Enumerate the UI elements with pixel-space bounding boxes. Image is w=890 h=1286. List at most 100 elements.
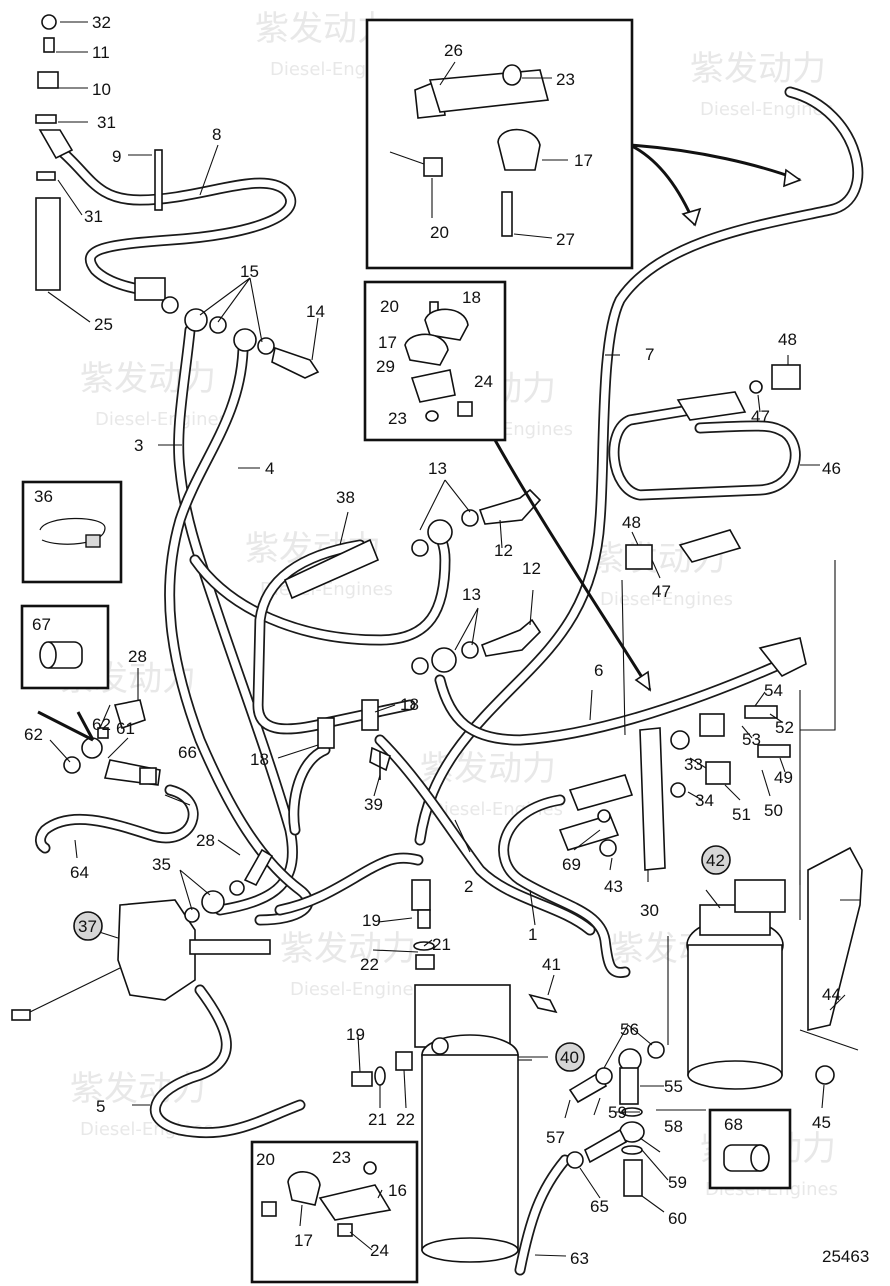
callout-11: 11 bbox=[92, 43, 110, 62]
callout-15: 15 bbox=[240, 262, 259, 281]
callout-44: 44 bbox=[822, 985, 841, 1004]
callout-circle-42 bbox=[701, 845, 731, 875]
callout-23: 23 bbox=[556, 70, 575, 89]
callout-5: 5 bbox=[96, 1097, 105, 1116]
callout-36: 36 bbox=[34, 487, 53, 506]
callout-65: 65 bbox=[590, 1197, 609, 1216]
callout-54: 54 bbox=[764, 681, 783, 700]
callout-10: 10 bbox=[92, 80, 111, 99]
callout-35: 35 bbox=[152, 855, 171, 874]
callout-61: 61 bbox=[116, 719, 135, 738]
callout-51: 51 bbox=[732, 805, 751, 824]
callout-23: 23 bbox=[388, 409, 407, 428]
clamp-detail-mid bbox=[363, 280, 507, 442]
callout-12: 12 bbox=[494, 541, 513, 560]
svg-text:紫发动力: 紫发动力 bbox=[280, 929, 416, 969]
svg-text:紫发动力: 紫发动力 bbox=[690, 49, 826, 89]
callout-20: 20 bbox=[256, 1150, 275, 1169]
callout-20: 20 bbox=[380, 297, 399, 316]
callout-24: 24 bbox=[474, 372, 493, 391]
callout-31: 31 bbox=[84, 207, 103, 226]
callout-circle-37 bbox=[73, 911, 103, 941]
callout-48: 48 bbox=[778, 330, 797, 349]
callout-21: 21 bbox=[432, 935, 451, 954]
callout-2: 2 bbox=[464, 877, 473, 896]
leader-lines bbox=[47, 21, 860, 1257]
callout-13: 13 bbox=[462, 585, 481, 604]
callout-52: 52 bbox=[775, 718, 794, 737]
clip-detail bbox=[21, 480, 123, 584]
callout-29: 29 bbox=[376, 357, 395, 376]
callout-38: 38 bbox=[336, 488, 355, 507]
callout-13: 13 bbox=[428, 459, 447, 478]
callout-32: 32 bbox=[92, 13, 111, 32]
callout-34: 34 bbox=[695, 791, 714, 810]
callout-23: 23 bbox=[332, 1148, 351, 1167]
callout-28: 28 bbox=[196, 831, 215, 850]
callout-22: 22 bbox=[396, 1110, 415, 1129]
callout-22: 22 bbox=[360, 955, 379, 974]
callout-55: 55 bbox=[664, 1077, 683, 1096]
callout-62: 62 bbox=[24, 725, 43, 744]
callout-69: 69 bbox=[562, 855, 581, 874]
callout-59: 59 bbox=[668, 1173, 687, 1192]
callout-3: 3 bbox=[134, 436, 143, 455]
callout-4: 4 bbox=[265, 459, 274, 478]
callout-47: 47 bbox=[751, 407, 770, 426]
callout-43: 43 bbox=[604, 877, 623, 896]
callout-31: 31 bbox=[97, 113, 116, 132]
callout-8: 8 bbox=[212, 125, 221, 144]
callout-30: 30 bbox=[640, 901, 659, 920]
diagram-id: 25463 bbox=[822, 1247, 869, 1266]
callout-58: 58 bbox=[664, 1117, 683, 1136]
callout-17: 17 bbox=[574, 151, 593, 170]
callout-7: 7 bbox=[645, 345, 654, 364]
callout-1: 1 bbox=[528, 925, 537, 944]
callout-57: 57 bbox=[546, 1128, 565, 1147]
callout-49: 49 bbox=[774, 768, 793, 787]
callout-27: 27 bbox=[556, 230, 575, 249]
callout-60: 60 bbox=[668, 1209, 687, 1228]
callout-20: 20 bbox=[430, 223, 449, 242]
callout-16: 16 bbox=[388, 1181, 407, 1200]
callout-12: 12 bbox=[522, 559, 541, 578]
callout-6: 6 bbox=[594, 661, 603, 680]
components bbox=[11, 14, 863, 1263]
callout-64: 64 bbox=[70, 863, 89, 882]
callout-18: 18 bbox=[400, 695, 419, 714]
callout-37: 37 bbox=[78, 917, 97, 936]
callout-14: 14 bbox=[306, 302, 325, 321]
callout-68: 68 bbox=[724, 1115, 743, 1134]
svg-text:Diesel-Engines: Diesel-Engines bbox=[290, 979, 423, 1000]
callout-17: 17 bbox=[294, 1231, 313, 1250]
callout-21: 21 bbox=[368, 1110, 387, 1129]
bracket-detail-top bbox=[365, 18, 634, 270]
callout-39: 39 bbox=[364, 795, 383, 814]
callout-66: 66 bbox=[178, 743, 197, 762]
callout-47: 47 bbox=[652, 582, 671, 601]
callout-24: 24 bbox=[370, 1241, 389, 1260]
callout-19: 19 bbox=[346, 1025, 365, 1044]
hose-lines bbox=[35, 86, 864, 1276]
callout-62: 62 bbox=[92, 715, 111, 734]
sleeve-detail-right bbox=[708, 1108, 792, 1190]
callout-33: 33 bbox=[684, 755, 703, 774]
callout-18: 18 bbox=[250, 750, 269, 769]
callout-40: 40 bbox=[560, 1048, 579, 1067]
svg-text:Diesel-Engines: Diesel-Engines bbox=[95, 409, 228, 430]
callout-19: 19 bbox=[362, 911, 381, 930]
callout-67: 67 bbox=[32, 615, 51, 634]
svg-text:Diesel-Engines: Diesel-Engines bbox=[700, 99, 833, 120]
callout-42: 42 bbox=[706, 851, 725, 870]
pointer-arrows bbox=[37, 143, 802, 742]
callout-53: 53 bbox=[742, 730, 761, 749]
sleeve-detail-left bbox=[20, 604, 110, 690]
callout-56: 56 bbox=[620, 1020, 639, 1039]
callout-46: 46 bbox=[822, 459, 841, 478]
svg-text:紫发动力: 紫发动力 bbox=[80, 359, 216, 399]
callout-circle-40 bbox=[555, 1042, 585, 1072]
callout-28: 28 bbox=[128, 647, 147, 666]
